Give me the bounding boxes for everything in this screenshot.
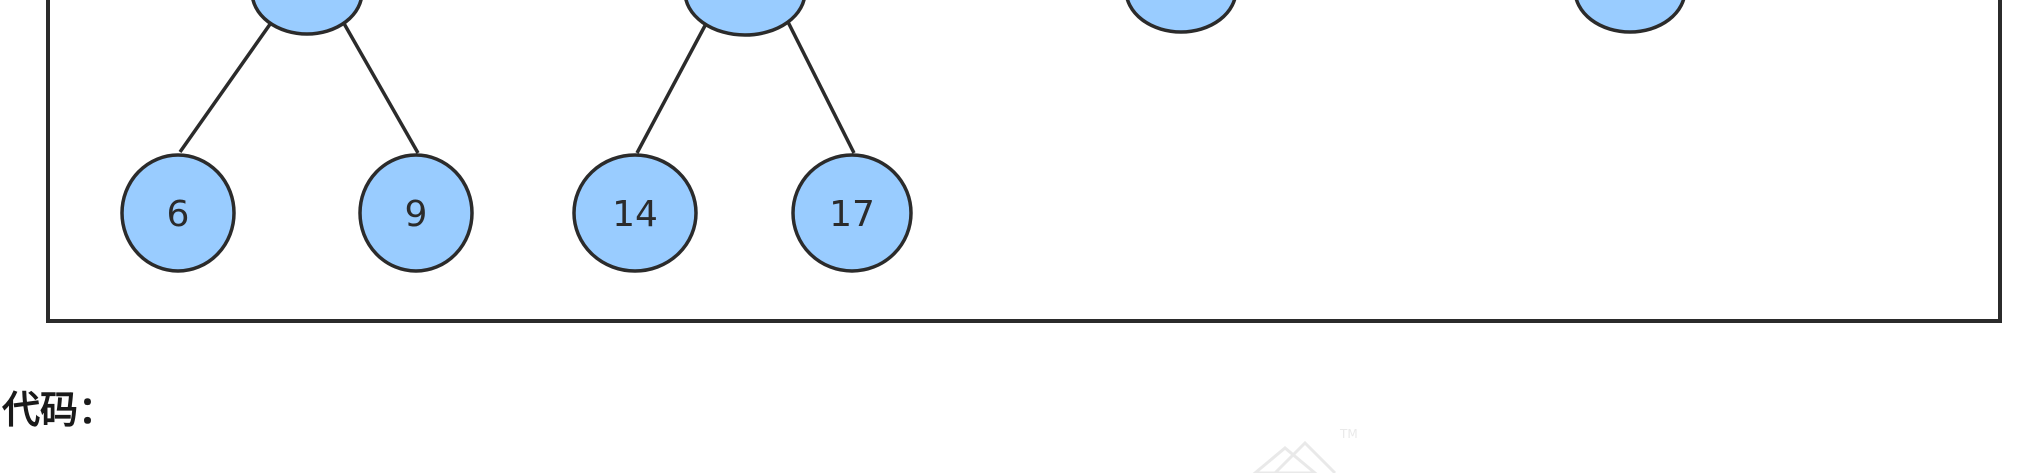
tree-node xyxy=(684,0,806,37)
node-label: 9 xyxy=(405,194,428,235)
diagram-frame xyxy=(46,0,2002,323)
section-heading: 代码： xyxy=(2,388,117,432)
node-label: 14 xyxy=(612,194,658,235)
tree-edge xyxy=(635,19,710,154)
tree-node-17 xyxy=(791,153,913,273)
tree-node xyxy=(251,0,363,36)
node-label: 17 xyxy=(829,194,875,235)
tree-node-9 xyxy=(358,153,474,273)
node-label: 6 xyxy=(167,194,190,235)
tree-edge xyxy=(178,18,275,154)
tree-edge xyxy=(785,19,856,154)
tree-node xyxy=(1125,0,1237,34)
tree-node-14 xyxy=(572,153,698,273)
tree-node xyxy=(1574,0,1686,34)
tree-node-6 xyxy=(120,153,236,273)
watermark-icon: TM xyxy=(1252,427,1358,473)
svg-text:TM: TM xyxy=(1339,427,1358,441)
tree-edge xyxy=(340,19,420,154)
